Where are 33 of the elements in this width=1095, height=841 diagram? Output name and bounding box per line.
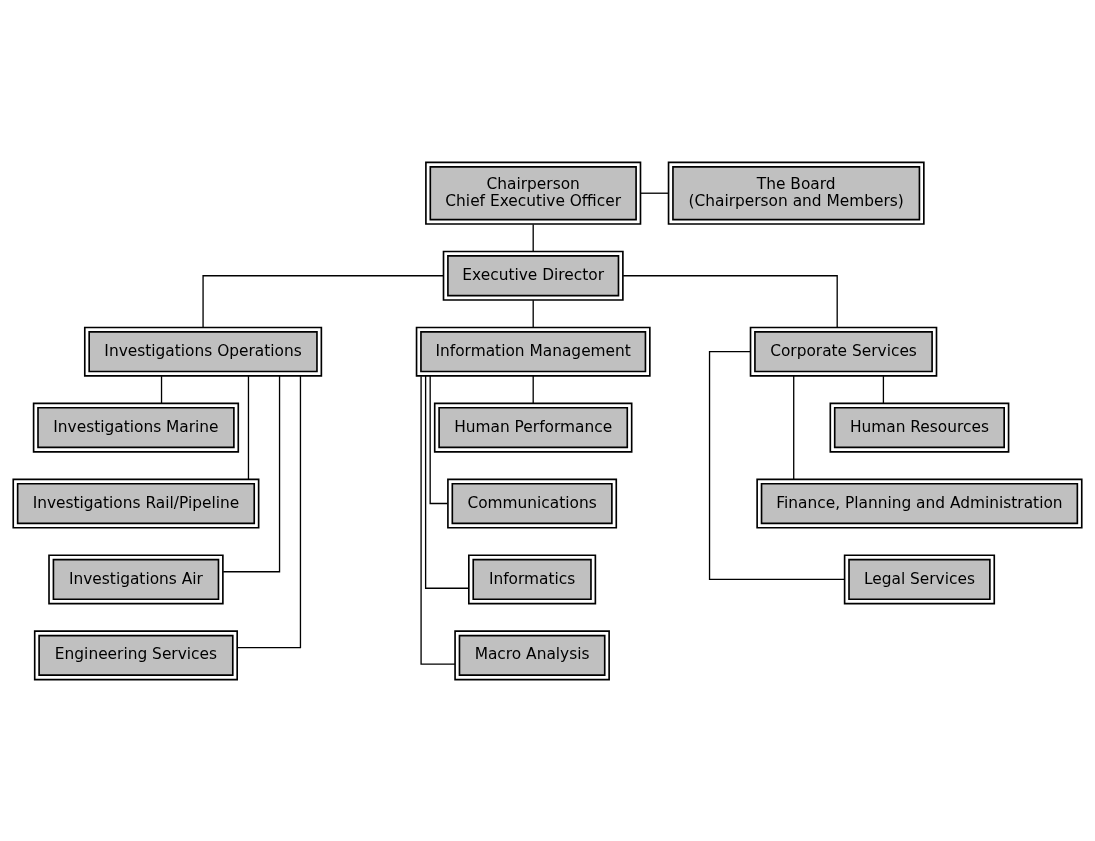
connector <box>532 374 534 404</box>
node-box: Informatics <box>468 553 597 604</box>
node-box: The Board (Chairperson and Members) <box>667 161 925 225</box>
connector <box>622 274 838 328</box>
connector <box>708 350 846 580</box>
node-box: Engineering Services <box>33 629 238 680</box>
connector <box>793 374 795 480</box>
node-box: Legal Services <box>843 553 996 604</box>
node-box: Corporate Services <box>749 326 938 377</box>
connector <box>532 223 534 252</box>
node-box: Communications <box>447 478 618 529</box>
node-box: Executive Director <box>442 250 624 301</box>
node-box: Investigations Rail/Pipeline <box>12 478 260 529</box>
connector <box>236 374 302 648</box>
node-box: Investigations Marine <box>32 402 240 453</box>
node-box: Human Performance <box>433 402 633 453</box>
node-box: Information Management <box>415 326 651 377</box>
connector <box>202 274 445 328</box>
connector <box>222 374 281 572</box>
node-box: Investigations Operations <box>83 326 323 377</box>
connector <box>429 374 449 504</box>
connector <box>247 374 250 480</box>
connector <box>532 299 534 328</box>
connector <box>424 374 470 589</box>
node-box: Macro Analysis <box>454 629 610 680</box>
connector <box>420 375 456 665</box>
node-box: Chairperson Chief Executive Officer <box>425 161 642 225</box>
node-box: Human Resources <box>829 402 1010 453</box>
connector <box>882 374 885 404</box>
connector <box>160 374 163 404</box>
connector <box>639 192 670 194</box>
node-box: Investigations Air <box>48 553 224 604</box>
node-box: Finance, Planning and Administration <box>756 478 1083 529</box>
